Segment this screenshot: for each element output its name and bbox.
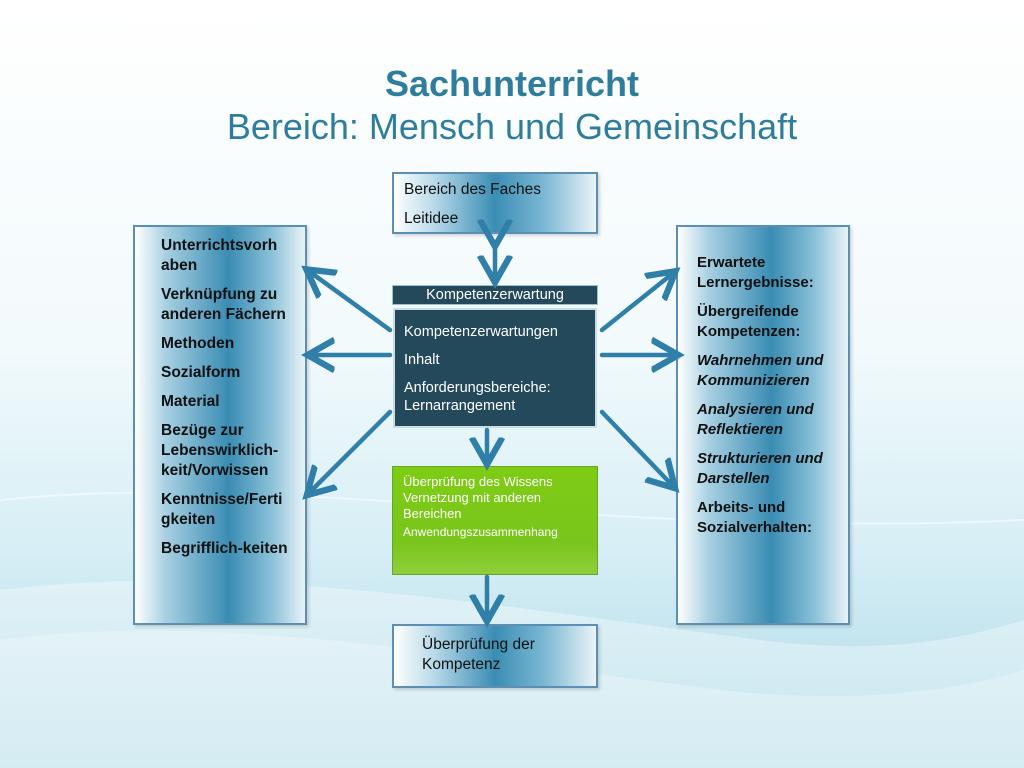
arrow-left-down <box>310 409 393 492</box>
center-line: Inhalt <box>404 352 440 368</box>
box-ueberpruefung-der-kompetenz: Überprüfung der Kompetenz <box>392 624 598 688</box>
arrow-right-up <box>599 274 672 333</box>
title-sub: Bereich: Mensch und Gemeinschaft <box>226 106 798 147</box>
arrow-right-down <box>599 409 672 485</box>
box-erwartete-lernergebnisse: Erwartete Lernergebnisse: Übergreifende … <box>676 225 850 625</box>
right-item: Übergreifende Kompetenzen: <box>697 303 801 340</box>
top-box-line: Leitidee <box>404 210 459 227</box>
title-main: Sachunterricht <box>384 63 640 104</box>
bottom-box-text: Überprüfung der Kompetenz <box>422 636 535 673</box>
arrow-left-up <box>310 272 393 333</box>
right-item: Analysieren und Reflektieren <box>697 401 814 438</box>
left-item: Material <box>161 393 220 410</box>
green-line: Überprüfung des Wissens <box>403 474 553 489</box>
center-line: Kompetenzerwartungen <box>404 324 558 340</box>
left-item: Methoden <box>161 335 235 352</box>
right-item: Wahrnehmen und Kommunizieren <box>697 352 824 389</box>
left-item: Unterrichtsvorh aben <box>161 237 278 274</box>
box-kompetenzerwartungen: Kompetenzerwartungen Inhalt Anforderungs… <box>393 308 597 428</box>
green-line: Vernetzung mit anderen Bereichen <box>403 490 542 521</box>
left-item: Sozialform <box>161 364 241 381</box>
left-item: Verknüpfung zu anderen Fächern <box>161 286 286 323</box>
slide-title: Sachunterricht Bereich: Mensch und Gemei… <box>0 62 1024 148</box>
right-item: Strukturieren und Darstellen <box>697 450 823 487</box>
right-item: Erwartete Lernergebnisse: <box>697 254 814 291</box>
kompetenzerwartung-header: Kompetenzerwartung <box>392 285 598 305</box>
green-line: Anwendungszusammenhang <box>403 525 558 539</box>
center-line: Anforderungsbereiche: Lernarrangement <box>404 380 551 414</box>
left-item: Bezüge zur Lebenswirklich-keit/Vorwissen <box>161 422 279 479</box>
box-unterrichtsvorhaben: Unterrichtsvorh aben Verknüpfung zu ande… <box>133 225 307 625</box>
top-box-line: Bereich des Faches <box>404 181 541 198</box>
left-item: Begrifflich-keiten <box>161 540 288 557</box>
left-item: Kenntnisse/Ferti gkeiten <box>161 491 283 528</box>
box-ueberpruefung-des-wissens: Überprüfung des Wissens Vernetzung mit a… <box>392 466 598 575</box>
right-item: Arbeits- und Sozialverhalten: <box>697 499 813 536</box>
